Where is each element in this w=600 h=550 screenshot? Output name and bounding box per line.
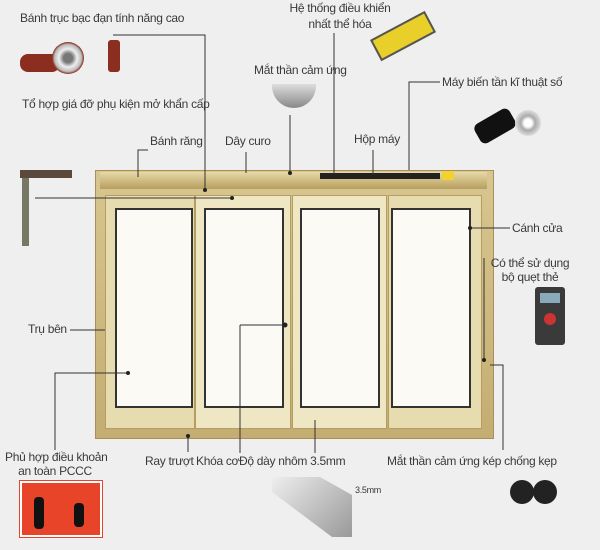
label-bearing-wheel: Bánh trục bạc đạn tính năng cao	[20, 11, 185, 25]
label-control-system-line2: nhất thể hóa	[308, 17, 372, 31]
label-card-reader-line1: Có thể sử dụng	[490, 256, 570, 270]
door-panel-3	[292, 195, 387, 429]
inverter-gear-icon	[515, 110, 541, 136]
label-anti-pinch-sensor: Mắt thần cảm ứng kép chống kẹp	[387, 454, 557, 468]
label-lock: Khóa cơ	[196, 454, 240, 468]
label-aluminum: Độ dày nhôm 3.5mm	[239, 454, 346, 468]
label-fire-safety-line2: an toàn PCCC	[18, 464, 92, 478]
label-sensor: Mắt thần cảm ứng	[254, 63, 347, 77]
card-reader-icon	[535, 287, 565, 345]
label-fire-safety-line1: Phủ hợp điều khoản	[5, 450, 108, 464]
anti-pinch-sensor-icon-2	[533, 480, 557, 504]
label-gear: Bánh răng	[150, 134, 203, 148]
label-belt: Dây curo	[225, 134, 271, 148]
fire-safety-sign-icon	[19, 480, 103, 538]
bracket-icon	[20, 170, 72, 178]
label-control-system-line1: Hệ thống điều khiển	[289, 1, 391, 15]
label-rail: Ray trượt	[145, 454, 194, 468]
bearing-wheel-icon	[20, 40, 120, 75]
bracket-post-icon	[22, 178, 29, 246]
label-card-reader-line2: bộ quẹt thẻ	[501, 270, 559, 284]
motor-box-icon	[320, 173, 440, 179]
label-control-system: Hệ thống điều khiển nhất thể hóa	[285, 0, 395, 32]
label-motor-box: Hộp máy	[354, 132, 400, 146]
door-panel-2	[195, 195, 291, 429]
label-thickness: 3.5mm	[355, 485, 382, 495]
anti-pinch-sensor-icon	[510, 480, 534, 504]
label-inverter: Máy biến tần kĩ thuật số	[442, 75, 563, 89]
label-side-post: Trụ bên	[28, 322, 67, 336]
label-emergency-bracket: Tổ hợp giá đỡ phụ kiện mở khẩn cấp	[22, 97, 210, 111]
label-door-leaf: Cánh cửa	[512, 221, 563, 235]
door-panel-4	[388, 195, 482, 429]
control-unit-icon	[442, 171, 454, 180]
